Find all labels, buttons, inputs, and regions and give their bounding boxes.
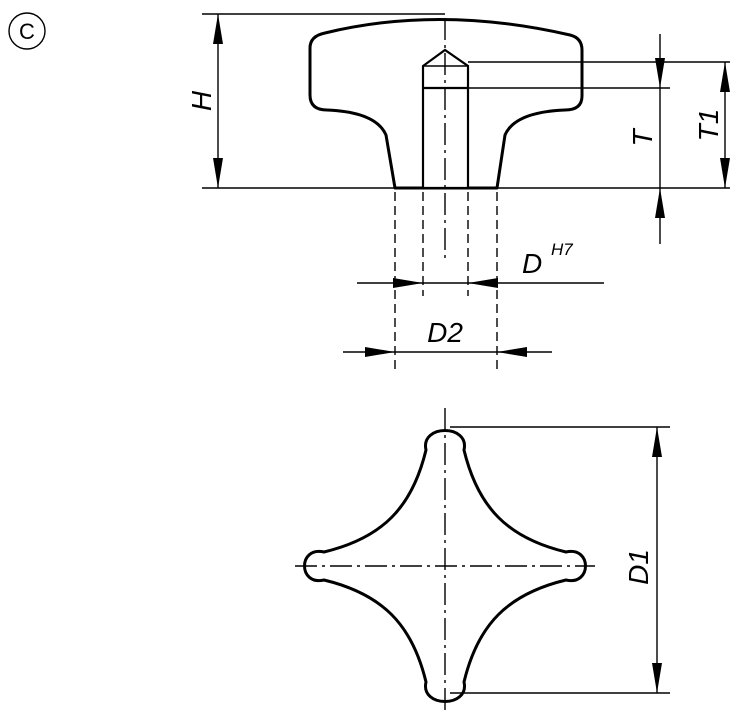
knob-section-body xyxy=(308,18,584,190)
dimension-t: T xyxy=(627,34,665,244)
dimension-d-tolerance: H7 xyxy=(551,240,573,259)
view-marker: C xyxy=(8,12,46,50)
dimension-d2-label: D2 xyxy=(427,317,463,348)
section-view: H T T1 D H7 D2 xyxy=(186,13,730,372)
dimension-h: H xyxy=(186,14,223,188)
dimension-t-label: T xyxy=(627,128,658,147)
dimension-d1: D1 xyxy=(450,426,670,694)
view-marker-label: C xyxy=(19,19,35,44)
dimension-t1: T1 xyxy=(693,62,730,188)
dimension-d2: D2 xyxy=(343,317,552,357)
dimension-d: D H7 xyxy=(357,240,604,288)
dimension-d-label: D xyxy=(522,248,542,279)
top-view: D1 xyxy=(295,408,670,713)
four-lobe-knob-outline xyxy=(303,429,587,703)
dimension-t1-label: T1 xyxy=(693,109,724,142)
dimension-d1-label: D1 xyxy=(623,549,654,585)
dimension-h-label: H xyxy=(186,90,217,111)
